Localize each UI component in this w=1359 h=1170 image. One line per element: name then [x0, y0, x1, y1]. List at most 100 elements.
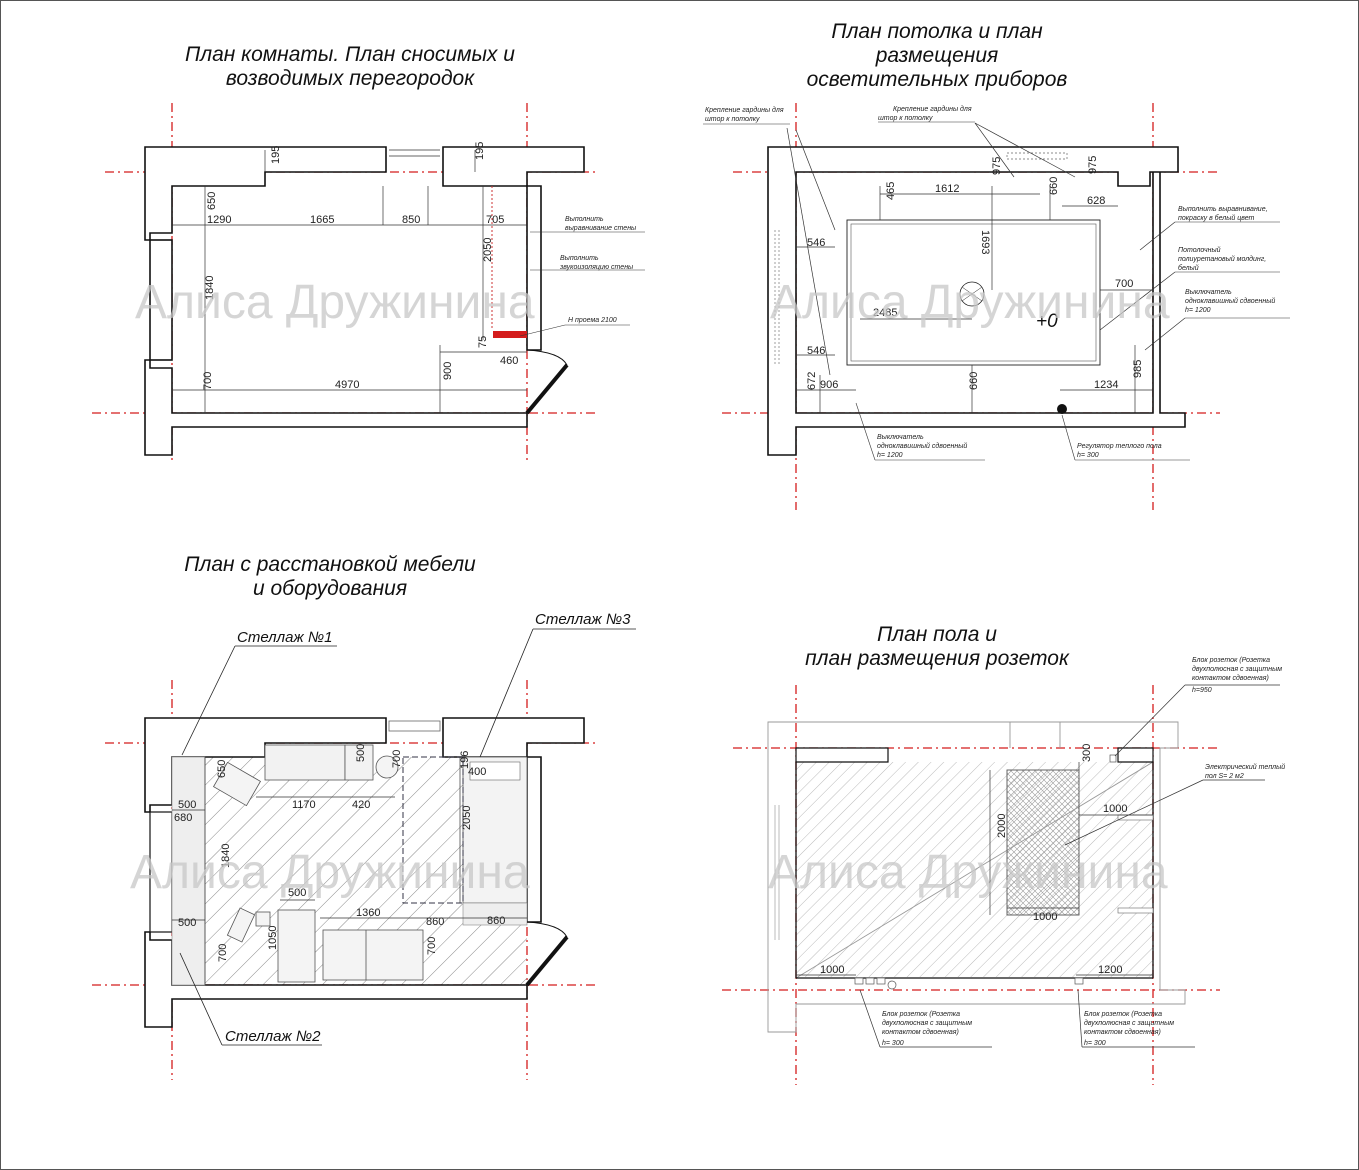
note-text: полиуретановый молдинг,: [1178, 255, 1266, 263]
floor-plan: 300 1000 2000 1000 1000 1200 Блок розето…: [722, 657, 1285, 1085]
title-furniture-plan: План с расстановкой мебели и оборудовани…: [140, 553, 520, 601]
dim-label: 985: [1132, 360, 1144, 378]
armchair: [212, 761, 262, 807]
dim-label: 1360: [356, 907, 380, 919]
room-plan: 195 195 650 1290 1665 850 705 2050 1840 …: [92, 103, 645, 460]
dim-label: 660: [968, 372, 980, 390]
note-text: h= 1200: [877, 452, 903, 459]
ceiling-molding: [846, 219, 1101, 366]
dim-label: 546: [807, 237, 825, 249]
watermark: Алиса Дружинина: [130, 846, 530, 899]
opening-marker: [493, 331, 527, 338]
note-text: h= 300: [1084, 1040, 1106, 1047]
dim-label: 2050: [461, 806, 473, 830]
dim-label: 500: [288, 887, 306, 899]
ceiling-plan: 975 975 1612 465 660 628 1693 546 2485 7…: [703, 103, 1290, 510]
dim-label: 196: [459, 751, 471, 769]
desk: [277, 909, 316, 983]
note-text: Выключатель: [1185, 289, 1232, 296]
dim-label: 75: [477, 336, 489, 348]
dim-label: 1234: [1094, 379, 1118, 391]
shelf-1: [171, 756, 206, 986]
note-text: пол S= 2 м2: [1205, 773, 1244, 780]
title-line: план размещения розеток: [805, 647, 1069, 670]
note-text: покраску в белый цвет: [1178, 214, 1255, 222]
note-text: штор к потолку: [705, 116, 760, 123]
title-line: и оборудования: [252, 577, 408, 600]
note-text: одноклавишный сдвоенный: [877, 442, 967, 450]
watermark: Алиса Дружинина: [768, 846, 1168, 899]
dim-label: 975: [1087, 156, 1099, 174]
title-line: План комнаты. План сносимых и: [185, 43, 515, 66]
dim-label: 700: [391, 750, 403, 768]
dim-label: 2485: [873, 307, 897, 319]
dim-label: 906: [820, 379, 838, 391]
dim-label: 2000: [996, 814, 1008, 838]
dim-label: 1840: [220, 844, 232, 868]
note-text: h= 300: [882, 1040, 904, 1047]
dim-label: 4970: [335, 379, 359, 391]
heated-floor-zone: [1006, 769, 1080, 916]
dim-label: 850: [402, 214, 420, 226]
dim-label: 195: [474, 142, 486, 160]
note-text: h= 1200: [1185, 307, 1211, 314]
note-text: Блок розеток (Розетка: [1084, 1011, 1162, 1018]
dim-label: 500: [178, 799, 196, 811]
sofa: [264, 744, 346, 781]
dim-label: 1290: [207, 214, 231, 226]
note-text: H проема 2100: [568, 317, 617, 324]
note-text: выравнивание стены: [565, 225, 637, 232]
note-text: штор к потолку: [878, 115, 933, 122]
dim-label: 1000: [1033, 911, 1057, 923]
ceiling-light-icon: [959, 281, 985, 307]
room-walls: [767, 146, 1186, 456]
note-text: Крепление гардины для: [705, 106, 784, 114]
dim-label: 628: [1087, 195, 1105, 207]
dim-label: 650: [206, 192, 218, 210]
note-text: Выполнить: [565, 216, 604, 223]
note-text: контактом сдвоенная): [1084, 1028, 1161, 1036]
dim-label: 500: [178, 917, 196, 929]
note-text: Крепление гардины для: [893, 105, 972, 113]
dim-label: 1612: [935, 183, 959, 195]
couch: [322, 929, 424, 981]
note-text: белый: [1178, 264, 1199, 272]
label-shelf-1: Стеллаж №1: [237, 629, 333, 646]
note-text: h=950: [1192, 687, 1212, 694]
socket-icons: [854, 754, 1117, 990]
dim-label: 1840: [204, 276, 216, 300]
note-text: контактом сдвоенная): [1192, 674, 1269, 682]
dim-label: 1170: [292, 799, 316, 811]
note-text: Блок розеток (Розетка: [882, 1011, 960, 1018]
dim-label: 700: [217, 944, 229, 962]
note-text: Выполнить: [560, 255, 599, 262]
title-line: План потолка и план: [831, 20, 1043, 43]
note-text: h= 300: [1077, 452, 1099, 459]
dim-label: 860: [487, 915, 505, 927]
dim-label: 700: [202, 372, 214, 390]
dim-label: 300: [1081, 744, 1093, 762]
note-text: Блок розеток (Розетка: [1192, 657, 1270, 664]
dim-label: 700: [426, 937, 438, 955]
dim-label: 1693: [979, 230, 991, 254]
dim-label: 460: [500, 355, 518, 367]
floor-regulator-icon: [1057, 404, 1067, 414]
title-line: осветительных приборов: [806, 68, 1068, 91]
note-text: одноклавишный сдвоенный: [1185, 297, 1275, 305]
note-text: Электрический теплый: [1205, 763, 1285, 771]
dim-label: 1200: [1098, 964, 1122, 976]
dim-label: 420: [352, 799, 370, 811]
note-text: двухполюсная с защитным: [882, 1019, 972, 1027]
title-line: План с расстановкой мебели: [184, 553, 476, 576]
dim-label: 500: [355, 744, 367, 762]
dim-label: 672: [806, 372, 818, 390]
dim-label: 975: [991, 157, 1003, 175]
dim-label: 900: [442, 362, 454, 380]
dim-label: 400: [468, 766, 486, 778]
note-text: контактом сдвоенная): [882, 1028, 959, 1036]
chair: [226, 907, 256, 943]
note-text: двухполюсная с защитным: [1192, 665, 1282, 673]
title-ceiling-plan: План потолка и план размещения осветител…: [757, 20, 1117, 92]
dim-label: 650: [216, 760, 228, 778]
